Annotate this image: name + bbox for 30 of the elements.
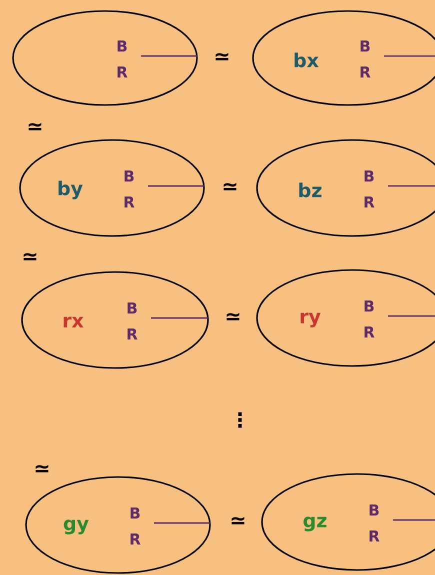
letter-label: gy [64,520,89,534]
letter-label: R [364,326,374,338]
letter-label: R [364,196,374,208]
letter-label: rx [64,316,84,328]
similarity-sign: ≃ [226,312,240,320]
similarity-sign: ≃ [28,122,42,130]
similarity-sign: ≃ [224,182,236,190]
letter-label: B [130,508,140,518]
letter-label: gz [304,516,326,532]
letter-label: R [370,530,380,542]
letter-label: bz [299,182,322,198]
similarity-sign: ≃ [232,516,244,524]
letter-label: bx [294,52,319,68]
letter-label: R [130,534,140,544]
letter-label: B [124,170,134,182]
similarity-sign: ≃ [24,252,36,260]
letter-label: R [118,66,128,78]
letter-label: B [118,40,127,52]
letter-label: ry [300,312,321,328]
similarity-sign: ⋮ [238,412,242,428]
letter-label: B [360,40,370,52]
letter-label: B [364,300,374,312]
letter-label: by [58,180,83,200]
similarity-sign: ≃ [216,52,228,60]
letter-label: R [128,328,138,340]
letter-label: B [128,302,137,314]
letter-label: R [124,196,134,208]
letter-label: B [364,170,374,182]
letter-label: B [370,504,379,516]
letter-label: R [360,66,370,78]
